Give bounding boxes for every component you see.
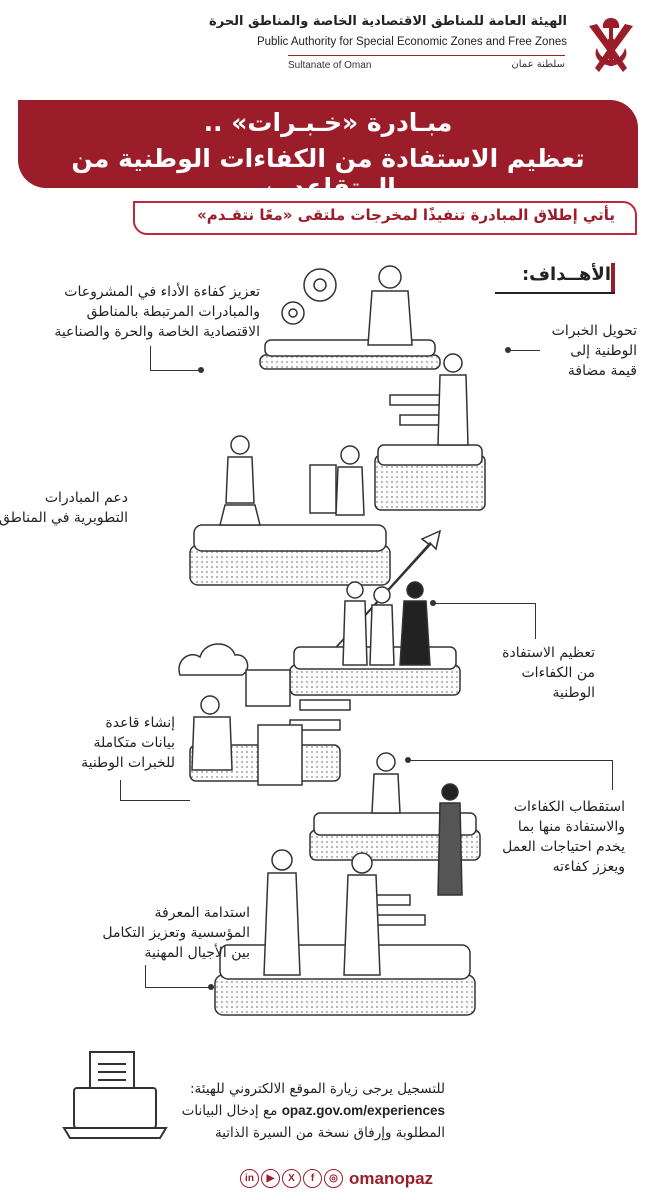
goal-4-line-3: الوطنية	[552, 685, 596, 701]
goal-callout-4: تعظيم الاستفادة من الكفاءات الوطنية	[502, 643, 595, 703]
leader-6-dot	[405, 757, 411, 763]
leader-5	[120, 780, 122, 800]
goals-accent	[611, 263, 615, 293]
laptop-document-icon	[62, 1051, 168, 1139]
goal-3-line-2: التطويرية في المناطق	[0, 510, 128, 526]
goal-callout-5: إنشاء قاعدة بيانات متكاملة للخبرات الوطن…	[81, 713, 175, 773]
instagram-icon[interactable]: ◎	[324, 1169, 343, 1188]
footer-registration-text: للتسجيل يرجى زيارة الموقع الالكتروني لله…	[182, 1078, 445, 1144]
goal-2-line-3: قيمة مضافة	[567, 363, 637, 379]
subtitle-box	[133, 201, 637, 235]
goal-4-line-1: تعظيم الاستفادة	[502, 645, 595, 661]
goal-callout-2: تحويل الخبرات الوطنية إلى قيمة مضافة	[552, 321, 637, 381]
youtube-icon[interactable]: ▶	[261, 1169, 280, 1188]
footer-line-1: للتسجيل يرجى زيارة الموقع الالكتروني لله…	[189, 1081, 445, 1097]
facebook-icon[interactable]: f	[303, 1169, 322, 1188]
leader-1-dot	[198, 367, 204, 373]
goal-callout-3: دعم المبادرات التطويرية في المناطق	[0, 488, 128, 528]
leader-4b	[435, 603, 535, 605]
goal-5-line-3: للخبرات الوطنية	[81, 755, 175, 771]
leader-2-dot	[505, 347, 511, 353]
goal-3-line-1: دعم المبادرات	[44, 490, 128, 506]
authority-name-ar: الهيئة العامة للمناطق الاقتصادية الخاصة …	[209, 14, 567, 29]
goal-2-line-2: الوطنية إلى	[570, 343, 637, 359]
footer-line-2-suffix: مع إدخال البيانات	[181, 1103, 278, 1119]
leader-7	[145, 965, 147, 987]
leader-6	[612, 760, 614, 790]
goal-6-line-3: يخدم احتياجات العمل	[502, 839, 625, 855]
goal-4-line-2: من الكفاءات	[521, 665, 596, 681]
social-handle[interactable]: omanopaz	[349, 1168, 434, 1188]
title-line-1: مبـادرة «خـبـرات» ..	[203, 108, 453, 137]
leader-4	[535, 603, 537, 639]
goal-1-line-3: الاقتصادية الخاصة والحرة والصناعية	[54, 324, 260, 340]
country-name-ar: سلطنة عمان	[511, 59, 565, 70]
goal-callout-1: تعزيز كفاءة الأداء في المشروعات والمبادر…	[54, 282, 260, 342]
leader-2	[510, 350, 540, 352]
goal-7-line-3: بين الأجيال المهنية	[144, 945, 250, 961]
leader-1b	[150, 370, 200, 372]
linkedin-icon[interactable]: in	[240, 1169, 259, 1188]
goal-5-line-2: بيانات متكاملة	[93, 735, 175, 751]
title-line-2: تعظيم الاستفادة من الكفاءات الوطنية من ا…	[71, 144, 585, 202]
title-banner	[18, 100, 638, 188]
leader-5b	[120, 800, 190, 802]
goal-1-line-2: والمبادرات المرتبطة بالمناطق	[86, 304, 260, 320]
footer-line-3: المطلوبة وإرفاق نسخة من السيرة الذاتية	[214, 1125, 445, 1141]
subtitle-text: يأتي إطلاق المبادرة تنفيذًا لمخرجات ملتق…	[197, 206, 615, 224]
goals-heading: الأهــداف:	[521, 264, 611, 285]
x-icon[interactable]: X	[282, 1169, 301, 1188]
leader-6b	[410, 760, 612, 762]
country-name-en: Sultanate of Oman	[288, 60, 372, 71]
goal-6-line-4: ويعزز كفاءته	[552, 859, 625, 875]
oman-emblem-icon	[589, 18, 633, 72]
leader-7b	[145, 987, 210, 989]
header: الهيئة العامة للمناطق الاقتصادية الخاصة …	[0, 0, 655, 88]
leader-7-dot	[208, 984, 214, 990]
header-divider	[288, 55, 565, 56]
goal-7-line-2: المؤسسية وتعزيز التكامل	[102, 925, 250, 941]
goal-2-line-1: تحويل الخبرات	[551, 323, 637, 339]
goal-6-line-1: استقطاب الكفاءات	[513, 799, 625, 815]
goal-callout-7: استدامة المعرفة المؤسسية وتعزيز التكامل …	[102, 903, 250, 963]
footer-line-2: opaz.gov.om/experiences مع إدخال البيانا…	[182, 1100, 445, 1122]
staircase-illustration	[178, 265, 486, 1016]
goal-callout-6: استقطاب الكفاءات والاستفادة منها بما يخد…	[502, 797, 625, 877]
goal-5-line-1: إنشاء قاعدة	[105, 715, 175, 731]
registration-link[interactable]: opaz.gov.om/experiences	[281, 1103, 445, 1118]
goal-1-line-1: تعزيز كفاءة الأداء في المشروعات	[64, 284, 260, 300]
leader-4-dot	[430, 600, 436, 606]
goal-6-line-2: والاستفادة منها بما	[517, 819, 625, 835]
goals-underline	[495, 292, 615, 294]
goal-7-line-1: استدامة المعرفة	[154, 905, 250, 921]
authority-name-en: Public Authority for Special Economic Zo…	[256, 36, 567, 48]
leader-1	[150, 346, 152, 370]
